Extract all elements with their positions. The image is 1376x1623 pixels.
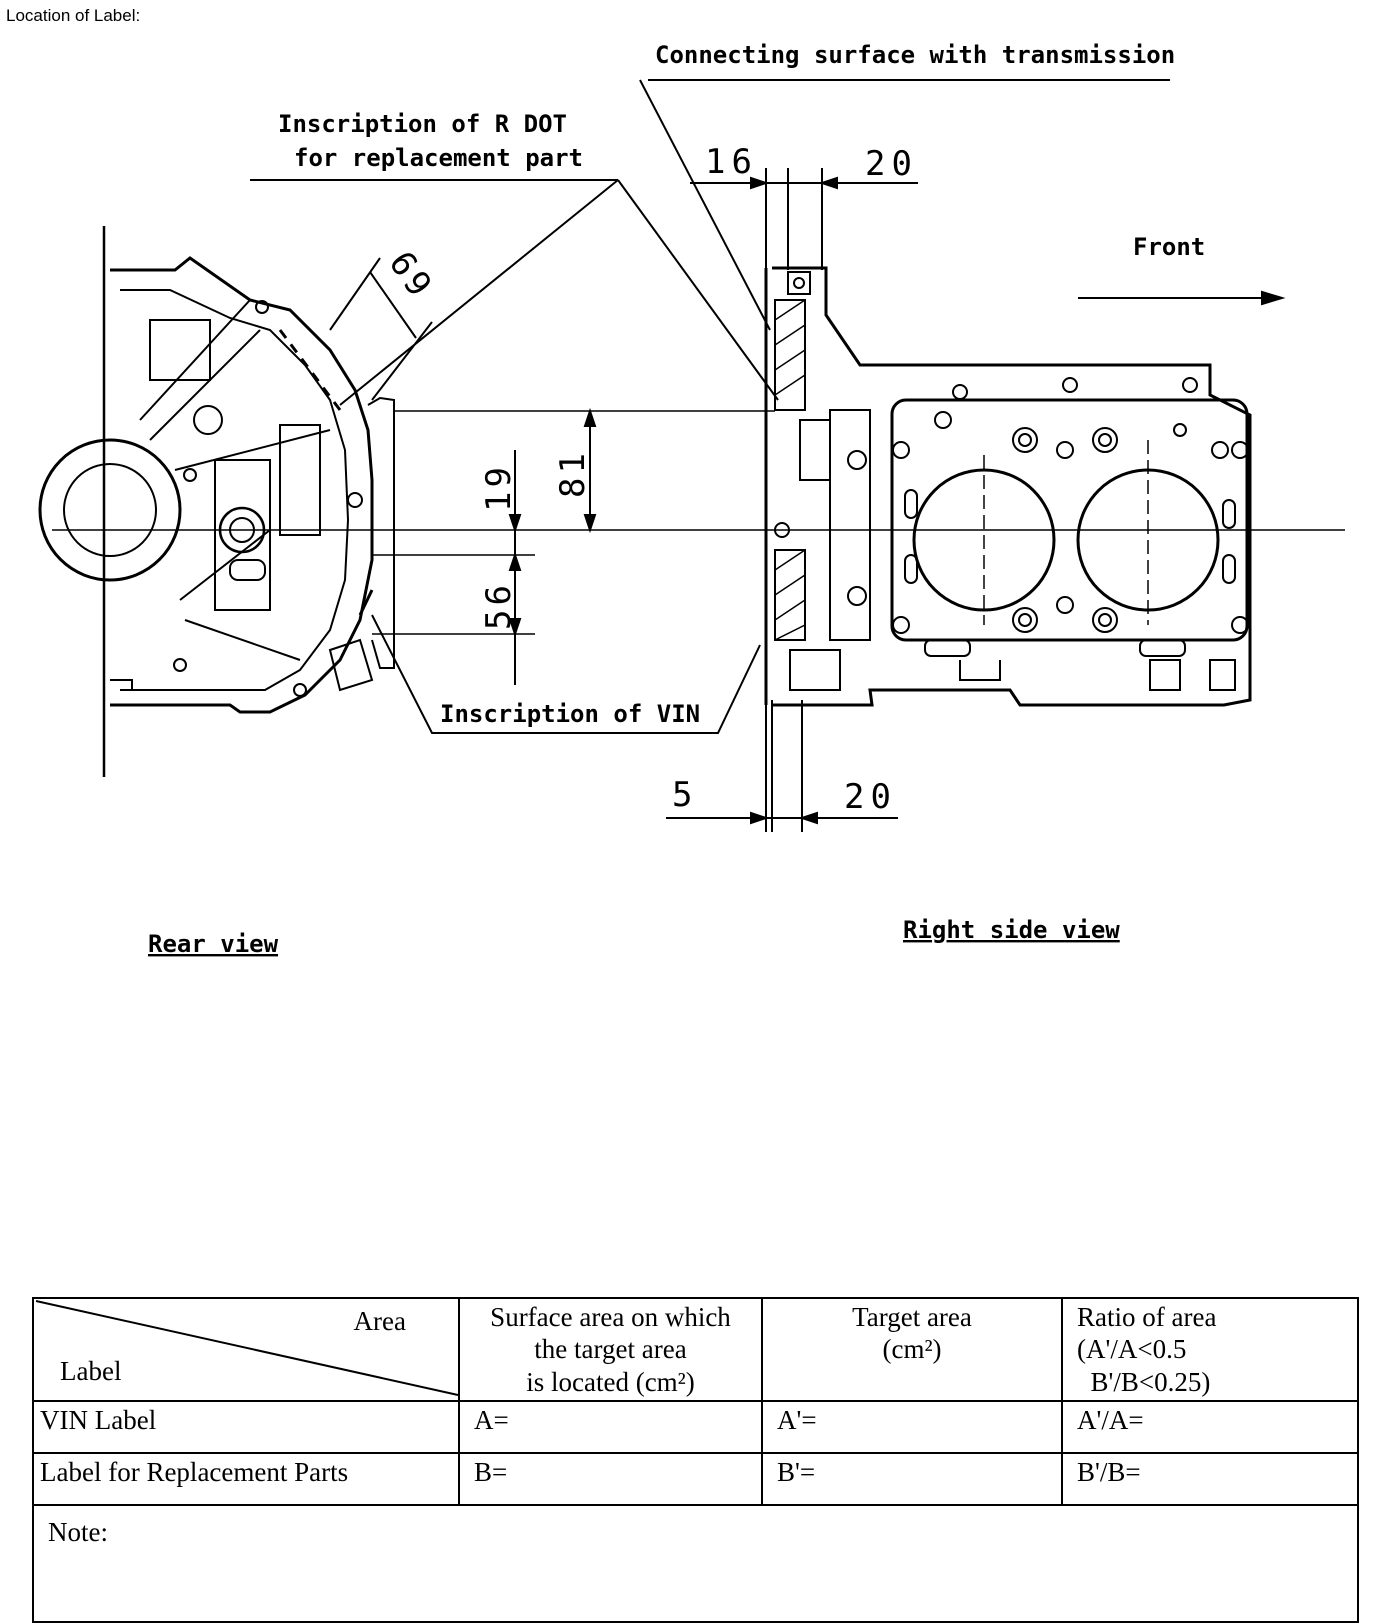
table-row: Label for Replacement Parts B= B'= B'/B= [32, 1452, 1359, 1507]
ratio-header-line2: (A'/A<0.5 [1077, 1334, 1187, 1365]
corner-area-heading: Area [353, 1306, 406, 1336]
right-side-view-figure [764, 266, 1252, 707]
table-row: VIN Label A= A'= A'/A= [32, 1400, 1359, 1455]
ratio-header-line1: Ratio of area [1077, 1302, 1217, 1332]
row-label: VIN Label [32, 1400, 460, 1455]
page-header: Location of Label: [6, 6, 141, 25]
row-label: Label for Replacement Parts [32, 1452, 460, 1507]
dim-81: 81 [553, 449, 593, 498]
dim-20-bottom: 20 [844, 777, 897, 817]
rear-view-caption: Rear view [148, 930, 279, 958]
rdot-label-line1: Inscription of R DOT [278, 110, 567, 138]
dim-56: 56 [479, 581, 519, 630]
surface-area-header-line1: Surface area on which [490, 1302, 731, 1332]
surface-area-header: Surface area on which the target area is… [458, 1296, 763, 1403]
table-corner-cell: Area Label [32, 1296, 460, 1403]
note-label: Note: [48, 1517, 108, 1548]
dim-20-top: 20 [865, 144, 918, 184]
target-area-header-line2: (cm²) [882, 1334, 942, 1365]
row-target-area: B'= [761, 1452, 1063, 1507]
surface-area-header-line3: is located (cm²) [526, 1366, 695, 1397]
rear-view-figure [38, 226, 395, 777]
row-surface-area: A= [458, 1400, 763, 1455]
row-ratio: B'/B= [1061, 1452, 1359, 1507]
front-label: Front [1133, 233, 1205, 261]
corner-diagonal [35, 1300, 459, 1396]
dim-69: 69 [381, 244, 442, 307]
corner-label-heading: Label [60, 1356, 122, 1386]
connecting-surface-label: Connecting surface with transmission [655, 41, 1175, 69]
row-ratio: A'/A= [1061, 1400, 1359, 1455]
row-surface-area: B= [458, 1452, 763, 1507]
row-target-area: A'= [761, 1400, 1063, 1455]
dim-5-bottom: 5 [672, 775, 692, 815]
right-side-view-caption: Right side view [903, 916, 1120, 944]
rdot-label-line2: for replacement part [294, 144, 583, 172]
target-area-header: Target area (cm²) [761, 1296, 1063, 1403]
dim-19: 19 [479, 463, 519, 512]
note-cell: Note: [32, 1504, 1359, 1623]
target-area-header-line1: Target area [852, 1302, 972, 1332]
label-area-table: Area Label Surface area on which the tar… [32, 1296, 1359, 1623]
vin-label: Inscription of VIN [440, 700, 700, 728]
dim-16: 16 [705, 142, 758, 182]
ratio-header-line3: B'/B<0.25) [1077, 1366, 1211, 1397]
engine-label-drawing: Connecting surface with transmission Ins… [38, 41, 1345, 958]
surface-area-header-line2: the target area [534, 1334, 687, 1365]
ratio-header: Ratio of area (A'/A<0.5 B'/B<0.25) [1061, 1296, 1359, 1403]
